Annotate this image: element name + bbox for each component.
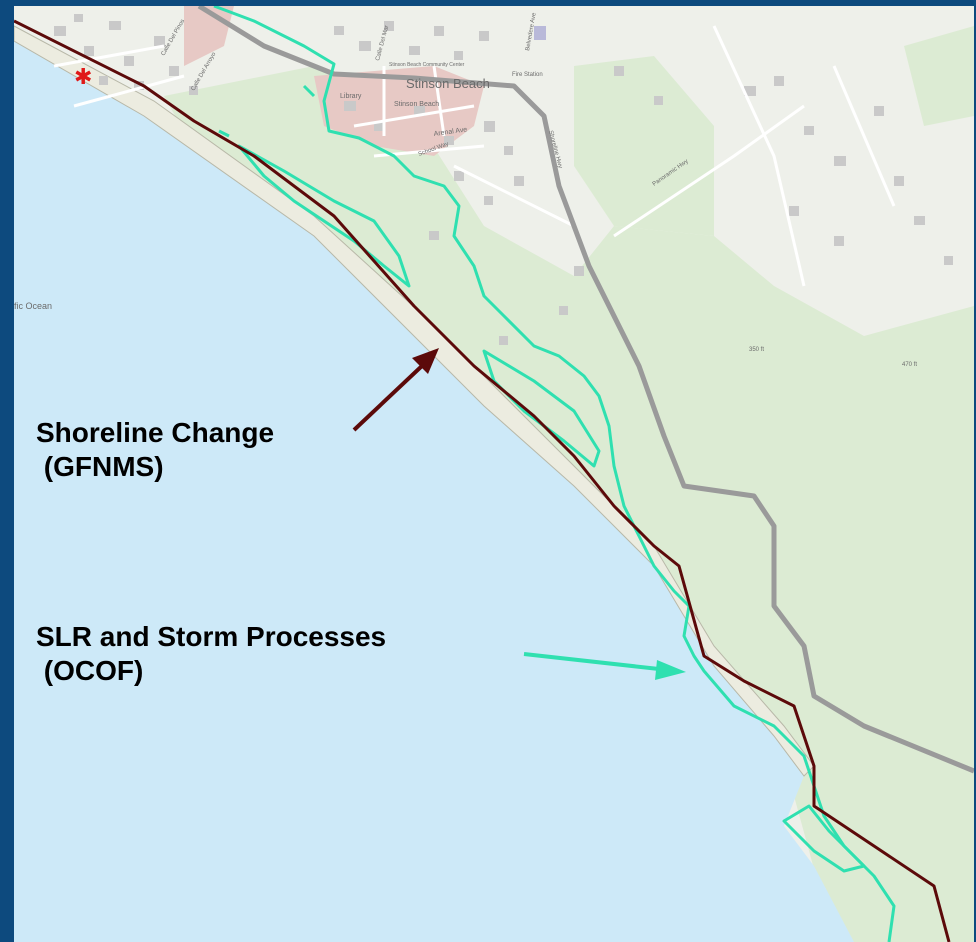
elevation-label-470: 470 ft bbox=[902, 362, 917, 368]
shoreline-arrow bbox=[352, 348, 439, 432]
highway bbox=[197, 6, 974, 774]
legend-shoreline-change: Shoreline Change (GFNMS) bbox=[36, 417, 275, 482]
street-label-arenal: Arenal Ave bbox=[433, 126, 467, 138]
town-area bbox=[314, 66, 484, 156]
storm-arrow bbox=[523, 652, 686, 680]
park-area-right bbox=[904, 26, 974, 126]
star-marker-icon: ✱ bbox=[74, 65, 92, 90]
buildings bbox=[54, 14, 953, 345]
ocean bbox=[14, 41, 854, 942]
legend-slr-storm: SLR and Storm Processes (OCOF) bbox=[36, 621, 387, 686]
local-roads bbox=[53, 25, 896, 287]
place-label-stinson-beach: Stinson Beach bbox=[406, 76, 490, 91]
place-label-community-center: Stinson Beach Community Center bbox=[389, 62, 465, 68]
shoreline-line bbox=[14, 19, 951, 942]
map-canvas[interactable]: ✱ Stinson Beach fic Ocean Library Stinso… bbox=[14, 6, 974, 942]
place-label-stinson-beach-lower: Stinson Beach bbox=[394, 101, 439, 108]
elevation-label-350: 350 ft bbox=[749, 347, 764, 353]
place-label-pacific-ocean: fic Ocean bbox=[14, 301, 52, 311]
place-label-library: Library bbox=[340, 93, 362, 100]
map-svg: ✱ Stinson Beach fic Ocean Library Stinso… bbox=[14, 6, 974, 942]
place-label-fire-station: Fire Station bbox=[512, 72, 543, 78]
